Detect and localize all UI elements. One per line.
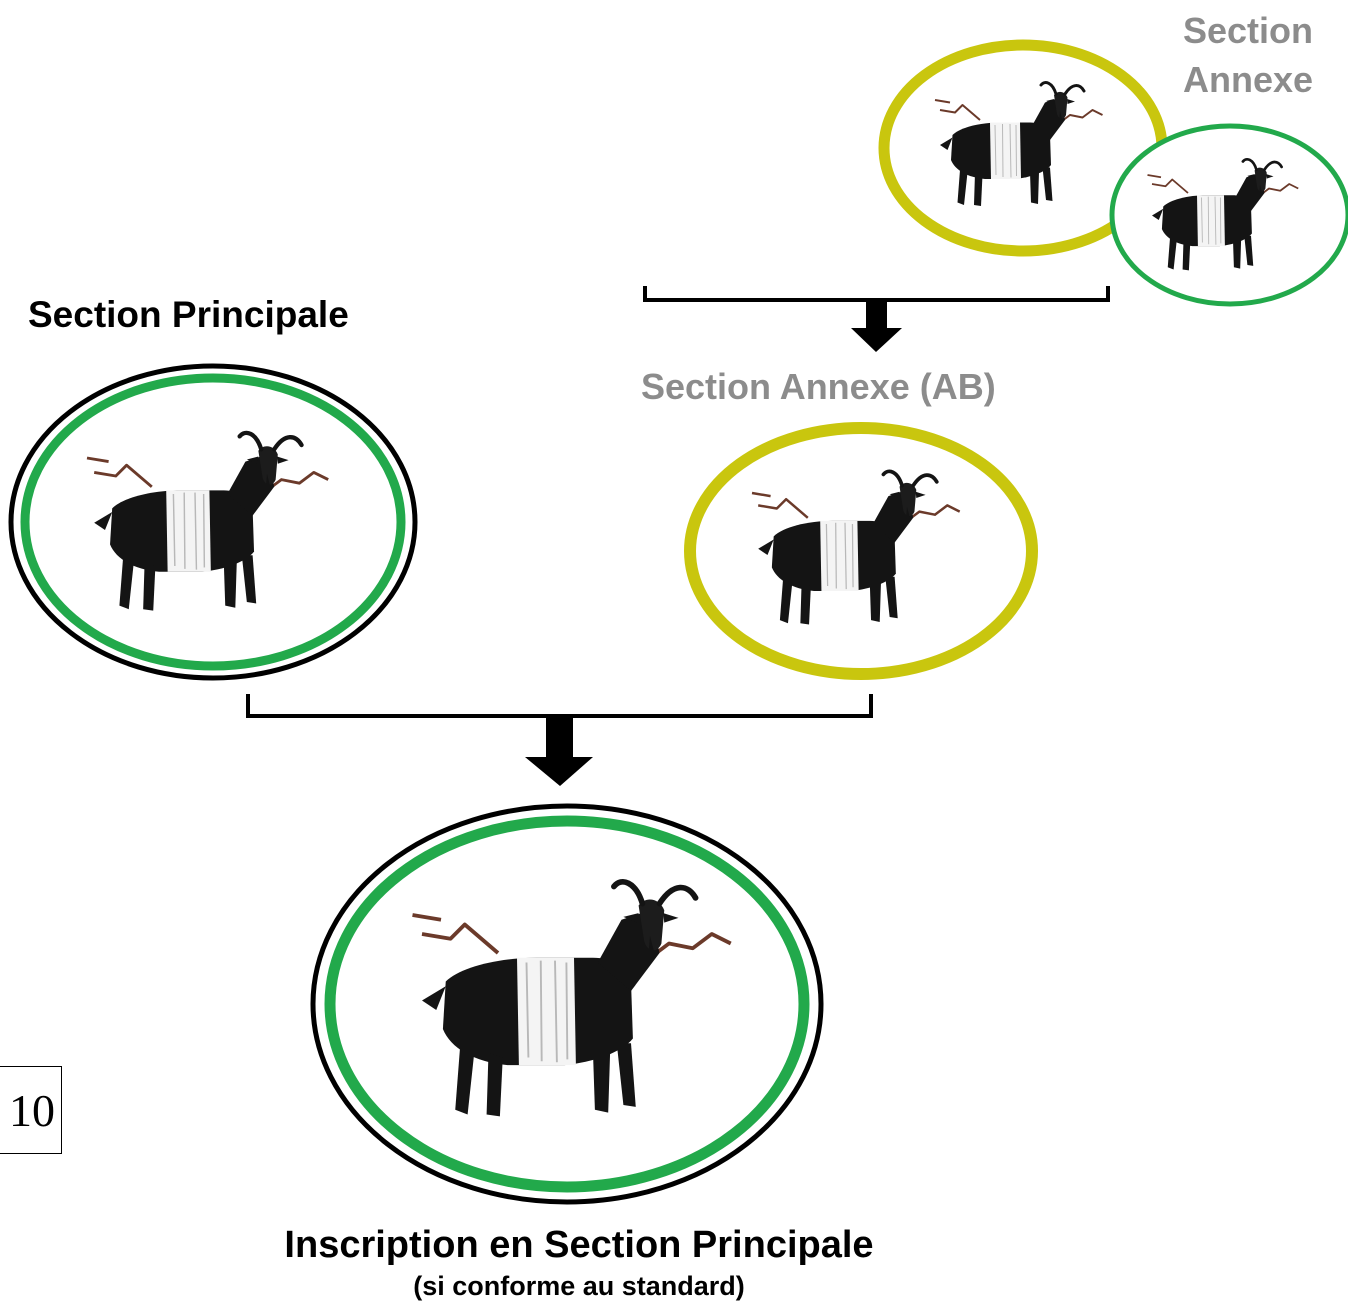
result-label: Inscription en Section Principale	[284, 1224, 874, 1266]
annexe-parent-green	[1109, 123, 1348, 307]
annexe-parents-label: Section Annexe	[1168, 6, 1328, 104]
principale-goat	[8, 363, 418, 681]
result-goat	[310, 803, 824, 1205]
result-sublabel: (si conforme au standard)	[413, 1271, 745, 1301]
page-number: 10	[0, 1066, 62, 1154]
annexe-label-line2: Annexe	[1182, 59, 1314, 100]
top-bracket	[643, 286, 1110, 352]
annexe-ab-label: Section Annexe (AB)	[641, 366, 996, 407]
principale-label: Section Principale	[28, 294, 349, 335]
annexe-label-line1: Section	[1182, 10, 1314, 51]
bottom-bracket	[246, 694, 873, 786]
annexe-ab-goat	[684, 422, 1038, 680]
